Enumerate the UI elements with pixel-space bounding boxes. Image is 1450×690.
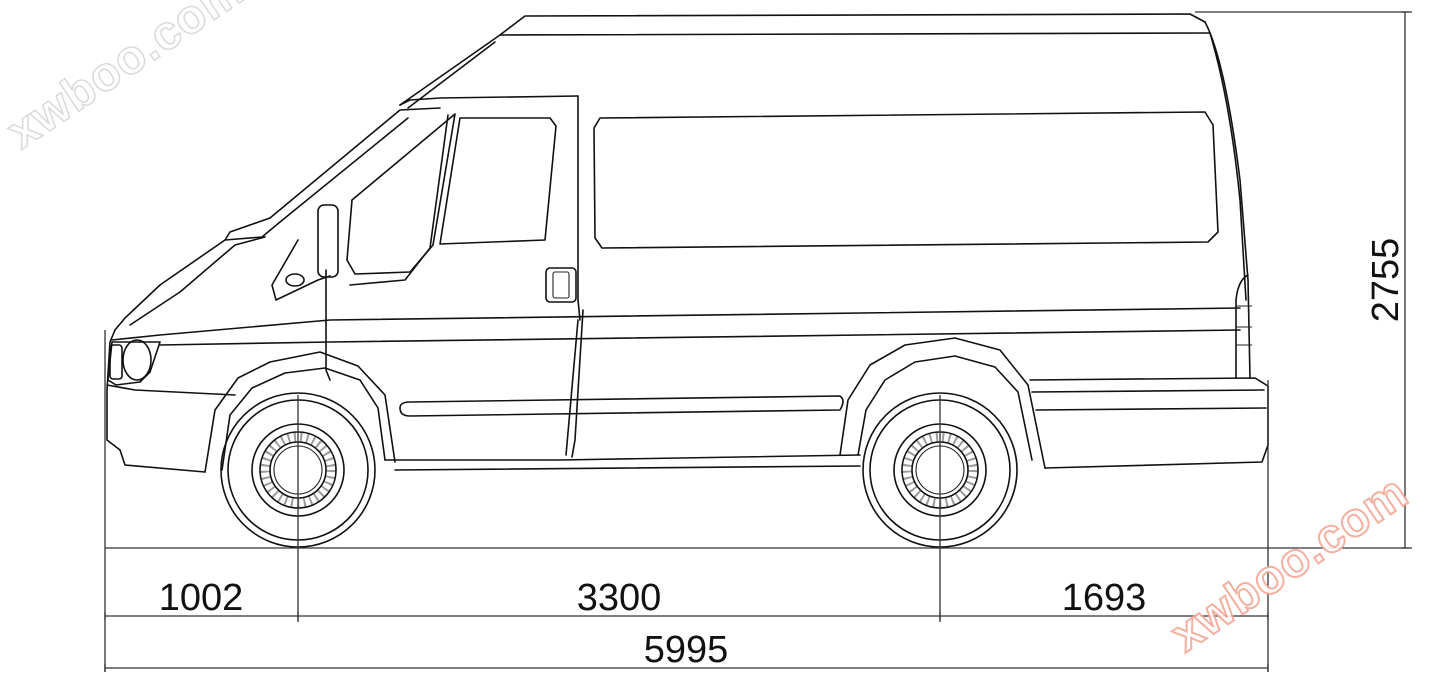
dimension-lines — [104, 11, 1412, 672]
dimension-rear-overhang: 1693 — [1062, 577, 1147, 619]
dimension-front-overhang: 1002 — [159, 577, 244, 619]
dimension-wheelbase: 3300 — [577, 577, 662, 619]
van-body — [106, 13, 1269, 473]
dimension-overall-length: 5995 — [644, 629, 729, 671]
dimension-overall-height: 2755 — [1365, 238, 1407, 323]
